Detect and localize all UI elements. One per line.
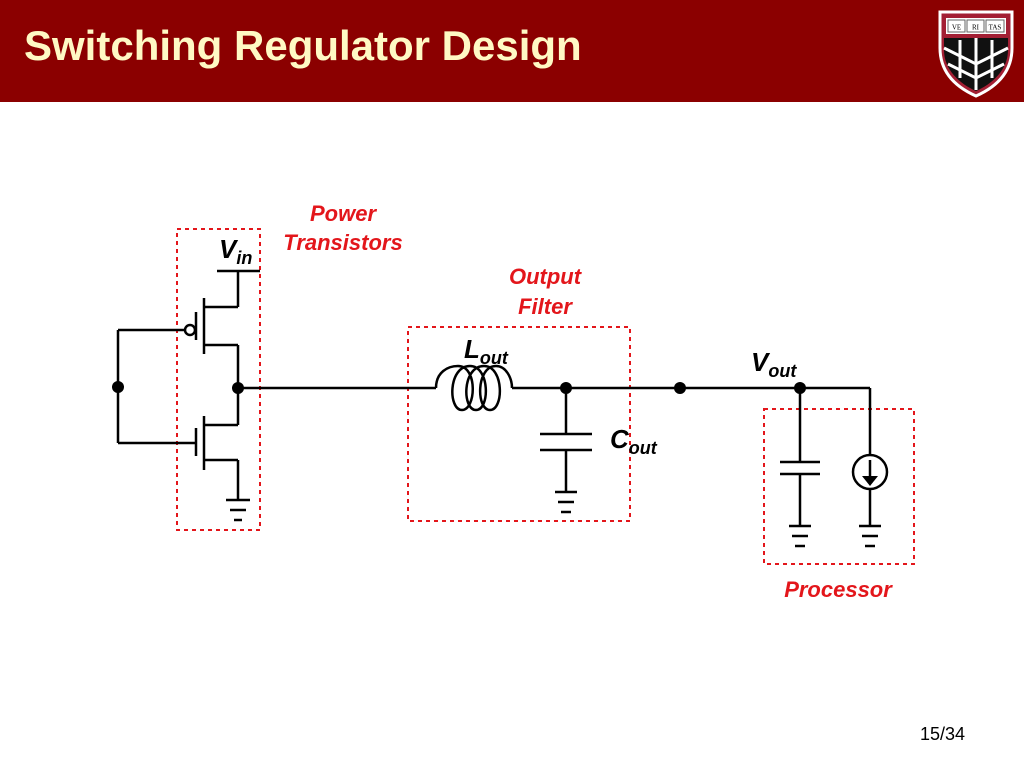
current-source-icon <box>851 388 889 548</box>
pmos-transistor <box>118 298 238 354</box>
crest-book-2: RI <box>972 24 980 32</box>
vout-label: Vout <box>751 347 797 381</box>
output-filter-label-line1: Output <box>509 264 583 289</box>
output-filter-label-line2: Filter <box>518 294 573 319</box>
power-transistors-box <box>176 228 261 531</box>
inductor-icon <box>434 364 514 412</box>
power-transistors-label-line2: Transistors <box>283 230 402 255</box>
slide-title: Switching Regulator Design <box>24 22 582 69</box>
nmos-transistor <box>118 416 240 500</box>
power-transistors-label-line1: Power <box>310 201 377 226</box>
switch-node-dot <box>232 382 244 394</box>
ground-icon <box>226 498 250 522</box>
cout-label: Cout <box>610 424 658 458</box>
output-node-dot <box>674 382 686 394</box>
crest-book-3: TAS <box>989 24 1002 32</box>
output-filter-box <box>407 326 631 522</box>
processor-label: Processor <box>784 577 893 602</box>
vin-rail <box>217 269 260 307</box>
page-number: 15/34 <box>920 724 966 744</box>
harvard-crest-logo: VE RI TAS <box>938 10 1014 98</box>
lout-label: Lout <box>464 334 509 368</box>
vin-label: Vin <box>219 234 252 268</box>
crest-book-1: VE <box>952 24 961 32</box>
slide-header: Switching Regulator Design VE RI TAS <box>0 0 1024 102</box>
processor-box <box>763 408 915 565</box>
output-capacitor-icon <box>540 388 592 514</box>
processor-capacitor-icon <box>780 388 820 548</box>
gate-input-node <box>112 381 124 393</box>
